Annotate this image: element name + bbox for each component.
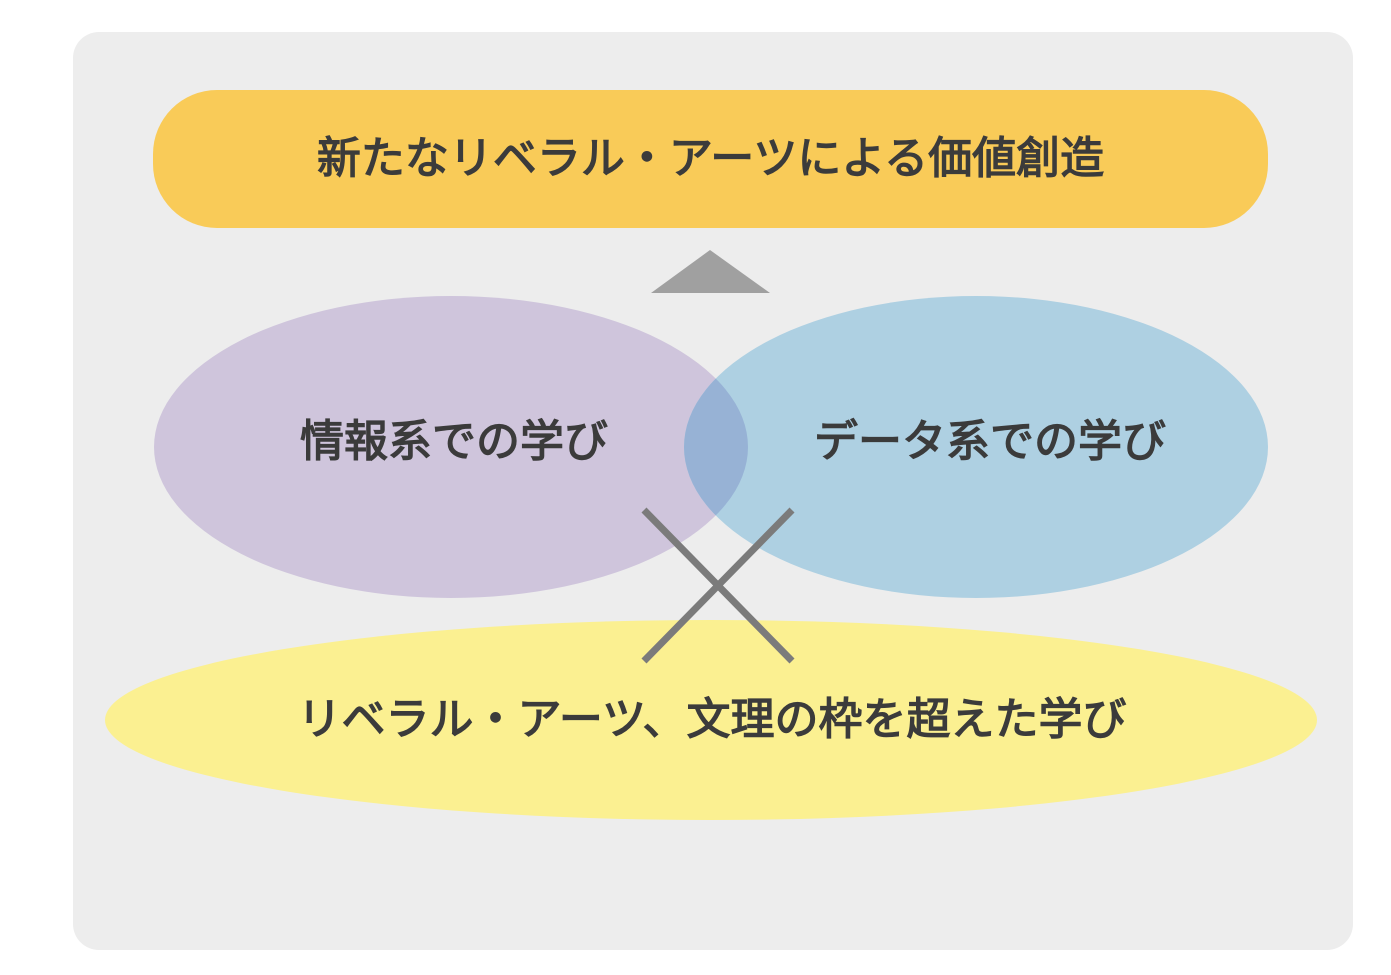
top-banner-label: 新たなリベラル・アーツによる価値創造	[316, 134, 1105, 183]
liberal-arts-label: リベラル・アーツ、文理の枠を超えた学び	[297, 695, 1127, 744]
data-learning-ellipse	[684, 296, 1268, 598]
data-learning-label: データ系での学び	[814, 417, 1166, 466]
liberal-arts-ellipse	[105, 620, 1317, 820]
cross-icon	[641, 507, 795, 664]
info-learning-label: 情報系での学び	[300, 417, 608, 466]
top-banner: 新たなリベラル・アーツによる価値創造	[153, 90, 1268, 228]
info-learning-ellipse	[154, 296, 748, 598]
up-arrow-icon	[651, 250, 770, 293]
